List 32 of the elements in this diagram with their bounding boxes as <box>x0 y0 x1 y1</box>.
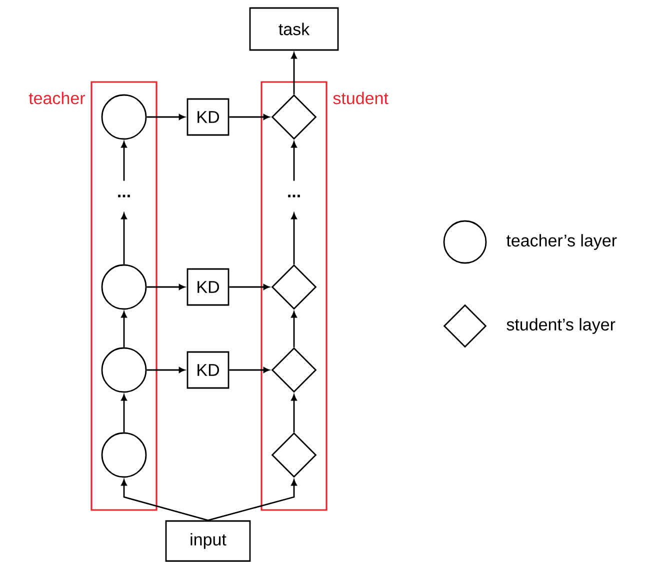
kd-box: KD <box>186 268 230 306</box>
arrow <box>121 394 127 432</box>
group-label: student <box>333 92 388 104</box>
layer-circle <box>101 94 147 140</box>
arrow <box>291 213 297 264</box>
legend-label: student’s layer <box>506 318 616 334</box>
layer-circle <box>101 264 147 310</box>
ellipsis: ... <box>118 194 130 198</box>
layer-circle <box>101 347 147 393</box>
ellipsis: ... <box>288 194 300 198</box>
arrow <box>229 284 270 290</box>
arrow <box>291 52 297 94</box>
group-label: teacher <box>28 92 86 104</box>
layer-circle <box>101 432 147 478</box>
arrow <box>291 394 297 432</box>
arrow <box>291 142 297 181</box>
arrow <box>121 142 127 181</box>
process-box: input <box>165 520 251 562</box>
kd-box: KD <box>186 351 230 389</box>
arrow <box>229 367 270 373</box>
arrow <box>146 114 185 120</box>
kd-box: KD <box>186 98 230 136</box>
arrow <box>291 312 297 348</box>
process-box: task <box>249 7 339 51</box>
arrow <box>121 480 208 521</box>
arrow <box>121 312 127 348</box>
arrow <box>146 367 185 373</box>
arrow <box>208 480 297 521</box>
arrow <box>229 114 270 120</box>
legend-label: teacher’s layer <box>506 234 617 250</box>
arrow <box>146 284 185 290</box>
arrow <box>121 213 127 264</box>
